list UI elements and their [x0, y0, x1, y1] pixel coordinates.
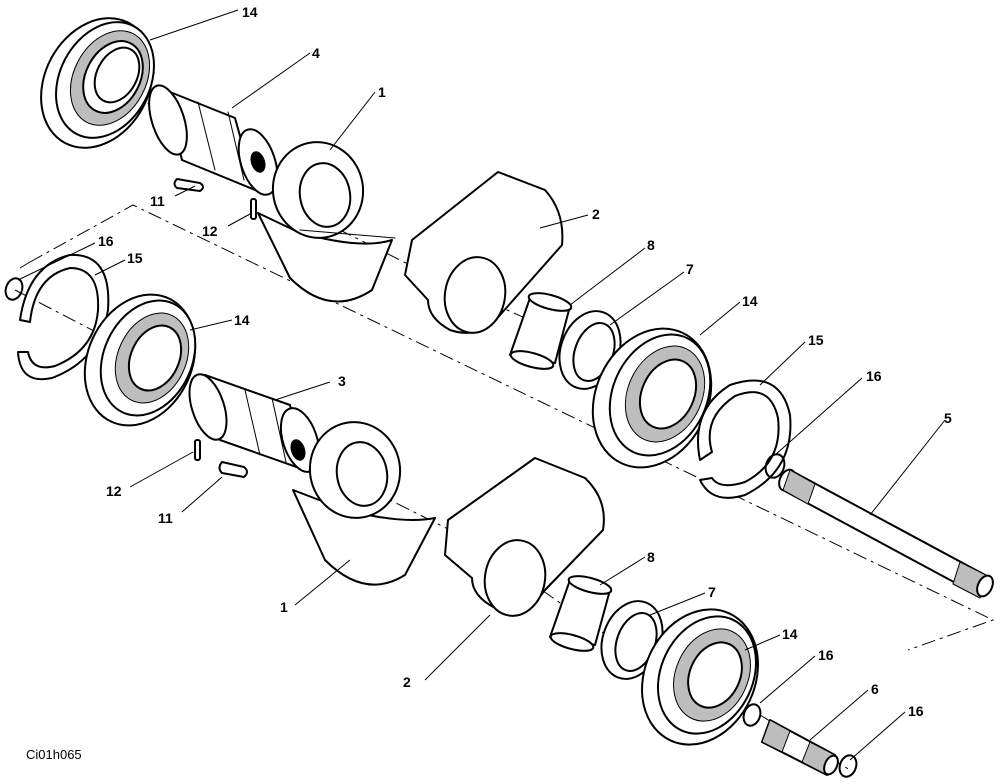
retaining-ring-15-left [17, 253, 110, 381]
retaining-ring-15-right [697, 379, 792, 499]
callout-8: 8 [647, 549, 655, 565]
snap-ring-16-left [4, 277, 24, 301]
bushing-8-lower [549, 575, 613, 652]
callout-labels: 14 4 1 11 12 2 8 7 14 15 16 5 16 15 14 3… [98, 4, 952, 719]
callout-14: 14 [234, 312, 250, 328]
callout-15: 15 [127, 250, 143, 266]
callout-14: 14 [242, 4, 258, 20]
callout-2: 2 [403, 674, 411, 690]
callout-11: 11 [150, 193, 165, 209]
assembly-boundary-line [19, 204, 995, 651]
roll-pin-12-upper [250, 198, 257, 220]
key-11-lower [218, 461, 248, 478]
callout-8: 8 [647, 237, 655, 253]
bearing-14-lower-left [83, 293, 197, 427]
callout-3: 3 [338, 373, 346, 389]
snap-ring-16-right [764, 453, 786, 479]
callout-1: 1 [280, 599, 288, 615]
snap-ring-16-bottom-right [838, 754, 858, 778]
roll-pin-12-lower [194, 439, 201, 461]
cam-1-lower [292, 421, 436, 586]
callout-4: 4 [312, 45, 320, 61]
bearing-14-upper-right [591, 327, 713, 469]
callout-1: 1 [378, 84, 386, 100]
bearing-14-lower-right [641, 608, 759, 746]
callout-7: 7 [686, 261, 694, 277]
snap-ring-16-lower-middle [742, 703, 762, 727]
callout-11: 11 [158, 510, 173, 526]
callout-12: 12 [106, 483, 122, 499]
shaft-6 [761, 719, 839, 776]
shaft-5 [778, 468, 994, 599]
bearing-14-upper-left [40, 17, 155, 149]
leader-lines [17, 9, 946, 761]
callout-5: 5 [944, 410, 952, 426]
callout-14: 14 [742, 293, 758, 309]
lever-2-upper [404, 171, 564, 334]
cam-1-upper [257, 141, 396, 303]
pin-4 [148, 84, 279, 196]
callout-6: 6 [871, 681, 879, 697]
callout-7: 7 [708, 584, 716, 600]
callout-16: 16 [98, 233, 114, 249]
callout-2: 2 [592, 206, 600, 222]
bushing-8-upper [509, 292, 573, 370]
key-11-upper [173, 178, 204, 192]
callout-16: 16 [818, 647, 834, 663]
drawing-reference-code: Ci01h065 [26, 747, 82, 762]
callout-16: 16 [866, 368, 882, 384]
callout-16: 16 [908, 703, 924, 719]
lever-2-lower [444, 457, 605, 617]
callout-15: 15 [808, 332, 824, 348]
callout-14: 14 [782, 626, 798, 642]
callout-12: 12 [202, 223, 218, 239]
pin-3 [188, 373, 321, 473]
